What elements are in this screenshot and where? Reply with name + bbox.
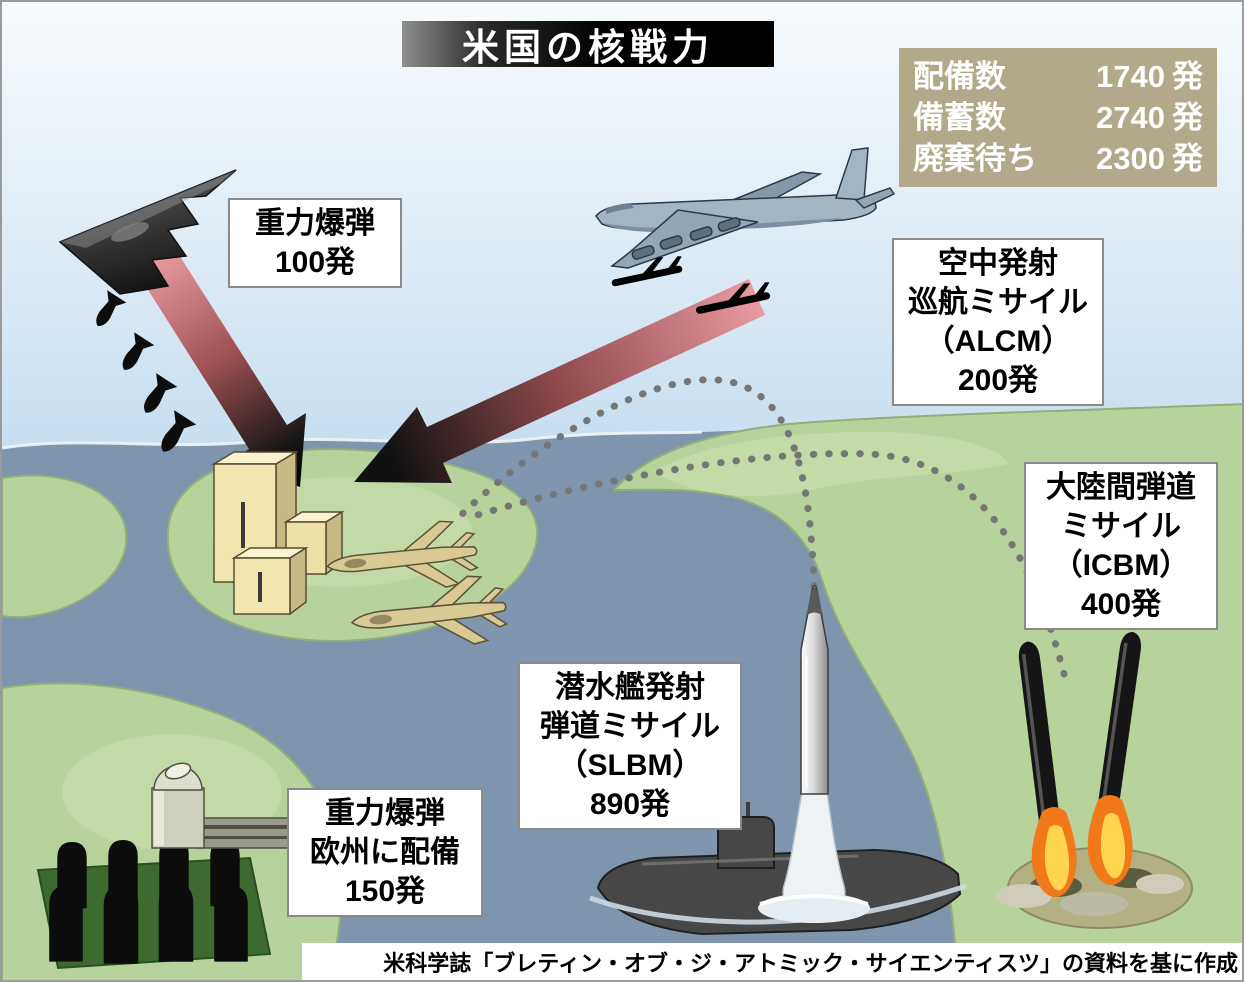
strike-arrow-from-b2 bbox=[136, 247, 306, 487]
stats-row-awaiting-disposal: 廃棄待ち 2300 発 bbox=[913, 138, 1203, 179]
target-city-buildings bbox=[211, 450, 345, 616]
stats-value: 1740 bbox=[1096, 59, 1165, 94]
source-caption: 米科学誌「ブレティン・オブ・ジ・アトミック・サイエンティスツ」の資料を基に作成 bbox=[383, 950, 1238, 976]
air-launched-cruise-missiles bbox=[611, 256, 771, 314]
callout-line: （SLBM） bbox=[557, 749, 703, 782]
callout-icbm: 大陸間弾道 ミサイル （ICBM） 400発 bbox=[1024, 462, 1218, 630]
b52-bomber bbox=[595, 147, 896, 269]
callout-line: （ICBM） bbox=[1052, 549, 1190, 582]
slbm-trajectory-dotted bbox=[450, 376, 818, 590]
stats-unit: 発 bbox=[1172, 59, 1203, 94]
stats-label: 廃棄待ち bbox=[913, 141, 1037, 176]
stockpile-stats-panel: 配備数 1740 発 備蓄数 2740 発 廃棄待ち 2300 発 bbox=[899, 48, 1217, 187]
b2-stealth-bomber bbox=[58, 169, 237, 295]
callout-line: （ALCM） bbox=[924, 325, 1072, 358]
slbm-missile bbox=[758, 584, 870, 923]
stats-label: 備蓄数 bbox=[913, 100, 1006, 135]
stats-unit: 発 bbox=[1172, 100, 1203, 135]
callout-line: 大陸間弾道 bbox=[1046, 471, 1196, 504]
callout-line: 400発 bbox=[1080, 588, 1162, 621]
callout-line: 空中発射 bbox=[938, 247, 1058, 280]
stats-value: 2740 bbox=[1096, 100, 1165, 135]
callout-line: ミサイル bbox=[1061, 510, 1181, 543]
radar-bunker bbox=[151, 762, 305, 849]
callout-gravity-bombs-europe: 重力爆弾 欧州に配備 150発 bbox=[287, 788, 483, 917]
callout-line: 100発 bbox=[274, 246, 356, 279]
callout-line: 重力爆弾 bbox=[325, 797, 445, 830]
title-banner: 米国の核戦力 bbox=[402, 21, 774, 68]
landmass-west bbox=[2, 474, 128, 619]
icbm-trajectory-dotted bbox=[470, 450, 1068, 678]
callout-line: 150発 bbox=[344, 875, 426, 908]
stats-unit: 発 bbox=[1172, 141, 1203, 176]
callout-alcm: 空中発射 巡航ミサイル （ALCM） 200発 bbox=[892, 238, 1104, 406]
callout-line: 弾道ミサイル bbox=[540, 710, 720, 743]
europe-bomb-stockpile bbox=[36, 838, 272, 970]
callout-line: 潜水艦発射 bbox=[555, 671, 705, 704]
callout-line: 890発 bbox=[589, 788, 671, 821]
callout-line: 重力爆弾 bbox=[255, 207, 375, 240]
callout-line: 200発 bbox=[957, 364, 1039, 397]
stats-row-stockpiled: 備蓄数 2740 発 bbox=[913, 97, 1203, 138]
stats-row-deployed: 配備数 1740 発 bbox=[913, 56, 1203, 97]
icbm-launch bbox=[996, 631, 1184, 916]
stats-value: 2300 bbox=[1096, 141, 1165, 176]
stats-label: 配備数 bbox=[913, 59, 1006, 94]
callout-line: 巡航ミサイル bbox=[908, 286, 1088, 319]
callout-slbm: 潜水艦発射 弾道ミサイル （SLBM） 890発 bbox=[518, 662, 742, 830]
callout-gravity-bombs: 重力爆弾 100発 bbox=[228, 198, 402, 288]
shoreline-highlight bbox=[2, 430, 703, 450]
source-band: 米科学誌「ブレティン・オブ・ジ・アトミック・サイエンティスツ」の資料を基に作成 bbox=[302, 943, 1242, 980]
strike-arrow-from-b52 bbox=[354, 279, 765, 483]
callout-line: 欧州に配備 bbox=[310, 836, 460, 869]
